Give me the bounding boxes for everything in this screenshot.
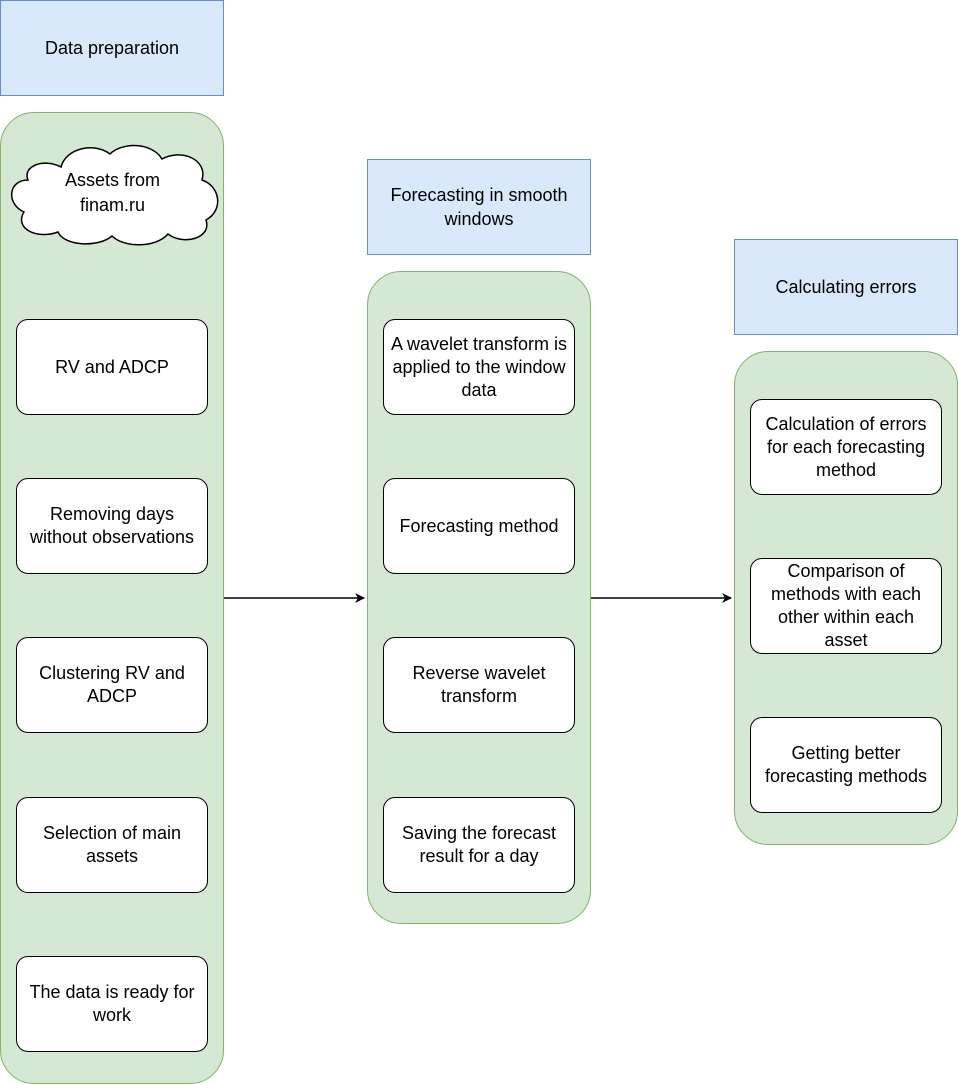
step-better-methods: Getting better forecasting methods bbox=[750, 717, 942, 813]
header-forecasting: Forecasting in smooth windows bbox=[367, 159, 591, 255]
step-calculation-errors: Calculation of errors for each forecasti… bbox=[750, 399, 942, 495]
lane-data-preparation bbox=[0, 112, 224, 1084]
step-comparison-methods: Comparison of methods with each other wi… bbox=[750, 558, 942, 654]
step-rv-and-adcp: RV and ADCP bbox=[16, 319, 208, 415]
step-clustering: Clustering RV and ADCP bbox=[16, 637, 208, 733]
header-data-preparation: Data preparation bbox=[0, 0, 224, 96]
step-removing-days: Removing days without observations bbox=[16, 478, 208, 574]
step-forecasting-method: Forecasting method bbox=[383, 478, 575, 574]
step-data-ready: The data is ready for work bbox=[16, 956, 208, 1052]
cloud-assets-source: Assets from finam.ru bbox=[64, 170, 161, 215]
step-wavelet-transform: A wavelet transform is applied to the wi… bbox=[383, 319, 575, 415]
header-calculating-errors: Calculating errors bbox=[734, 239, 958, 335]
cloud-shape bbox=[11, 144, 219, 246]
step-reverse-wavelet: Reverse wavelet transform bbox=[383, 637, 575, 733]
step-saving-forecast: Saving the forecast result for a day bbox=[383, 797, 575, 893]
step-selection-assets: Selection of main assets bbox=[16, 797, 208, 893]
